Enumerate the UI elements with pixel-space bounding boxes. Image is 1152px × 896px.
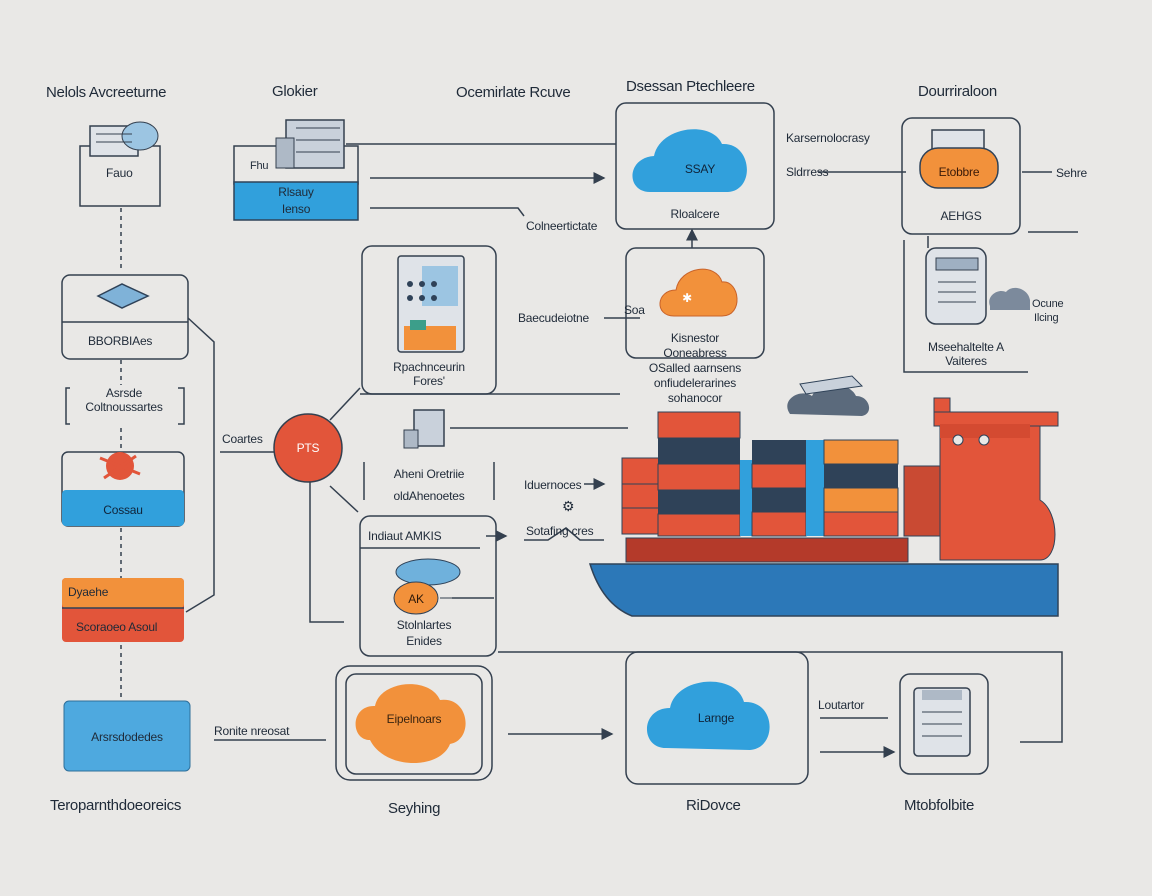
dest-doc-side-1: Ocune: [1032, 298, 1064, 310]
server-label-2: oldAhenoetes: [393, 489, 465, 503]
left-node-3-label-2: Coltnoussartes: [85, 400, 163, 414]
storage-node[interactable]: [233, 119, 359, 221]
left-node-3-label-1: Asrsde: [105, 386, 143, 400]
connector-lines: [120, 143, 1078, 758]
left-node-5-label-2: Scoraoeo Asoul: [76, 620, 158, 634]
route-tag: Ronite nreosat: [214, 724, 290, 738]
orange-cloud-node[interactable]: [625, 247, 765, 359]
top-cloud-label: SSAY: [684, 162, 716, 176]
orange-caption-1: Kisnestor: [670, 331, 720, 345]
left-node-1-label: Fauo: [106, 166, 133, 180]
header-col2: Glokier: [272, 83, 318, 100]
left-node-3[interactable]: [65, 387, 185, 425]
header-col3: Ocemirlate Rcuve: [456, 84, 571, 101]
dest-bottom-tag: Loutartor: [818, 698, 865, 712]
orange-caption-3: OSalled aarnsens: [648, 361, 742, 375]
dest-badge-caption: AEHGS: [940, 209, 982, 223]
dest-doc-caption-1: Mseehaltelte A: [928, 340, 1004, 354]
left-node-6-label: Arsrsdodedes: [91, 730, 163, 744]
header-col4: Dsessan Ptechleere: [626, 78, 755, 95]
ai-label-2: Enides: [406, 634, 442, 648]
server-node[interactable]: [363, 409, 495, 500]
dest-side-tag: Sehre: [1056, 166, 1088, 180]
left-node-4-label: Cossau: [103, 503, 143, 517]
left-tag: Baecudeiotne: [518, 311, 589, 325]
left-node-5[interactable]: [62, 578, 184, 642]
mobile-node[interactable]: [361, 245, 497, 395]
bottom-blue-cloud[interactable]: [625, 651, 809, 785]
mobile-label-2: Fores': [413, 374, 445, 388]
tag-top: Karsernolocrasy: [786, 131, 870, 145]
marker-2: Sotafing cres: [526, 524, 594, 538]
dest-bottom-node[interactable]: [899, 673, 989, 775]
ai-node[interactable]: [359, 515, 497, 657]
dest-badge-node[interactable]: [901, 117, 1021, 235]
orange-cloud-glyph: ✱: [682, 291, 692, 305]
footer-col1: Teroparnthdoeoreics: [50, 797, 182, 814]
tag-mid: Sldrress: [786, 165, 829, 179]
bottom-cloud-label: Larnge: [697, 711, 735, 725]
bottom-orange-cloud[interactable]: [335, 665, 493, 781]
orange-caption-2: Ooneabress: [663, 346, 727, 360]
connector-caption: Colneertictate: [526, 219, 598, 233]
header-col1: Nelols Avcreeturne: [46, 84, 167, 101]
dest-doc-caption-2: Vaiteres: [945, 354, 987, 368]
orange-cloud-tag: Soa: [624, 303, 645, 317]
server-label-1: Aheni Oretriie: [393, 467, 465, 481]
hub-side-label: Coartes: [222, 432, 263, 446]
dest-badge-label: Etobbre: [938, 165, 980, 179]
mobile-label-1: Rpachnceurin: [393, 360, 465, 374]
footer-col5: Mtobfolbite: [904, 797, 975, 814]
small-cloud-icon: [787, 375, 870, 416]
top-cloud-caption: Rloalcere: [670, 207, 720, 221]
pts-hub-label: PTS: [296, 441, 320, 455]
left-node-1[interactable]: [79, 121, 161, 207]
footer-col2: Seyhing: [388, 800, 441, 817]
bottom-orange-cloud-label: Eipelnoars: [386, 712, 442, 726]
marker-1: Iduernoces: [524, 478, 582, 492]
orange-caption-5: sohanocor: [667, 391, 723, 405]
ai-badge: AK: [408, 592, 424, 606]
orange-caption-4: onfiudelerarines: [653, 376, 737, 390]
storage-label-1: Rlsauy: [278, 185, 314, 199]
ai-label-1: Stolnlartes: [396, 618, 452, 632]
storage-side-tag: Fhu: [250, 160, 269, 172]
cargo-ship-illustration: [588, 397, 1059, 617]
left-node-4[interactable]: [61, 451, 185, 527]
dest-document-node[interactable]: [903, 240, 1030, 373]
dest-doc-side-2: Ilcing: [1034, 312, 1059, 324]
left-node-2-label: BBORBIAes: [88, 334, 153, 348]
storage-label-2: Ienso: [281, 202, 311, 216]
left-node-5-label-1: Dyaehe: [68, 585, 109, 599]
footer-col4: RiDovce: [686, 797, 741, 814]
header-col5: Dourriraloon: [918, 83, 997, 100]
left-node-6[interactable]: [63, 700, 191, 772]
gear-icon: ⚙: [562, 498, 575, 514]
pts-hub[interactable]: [273, 413, 343, 483]
ai-title: Indiaut AMKIS: [368, 529, 442, 543]
left-node-2[interactable]: [61, 274, 189, 360]
top-blue-cloud[interactable]: [615, 102, 775, 230]
